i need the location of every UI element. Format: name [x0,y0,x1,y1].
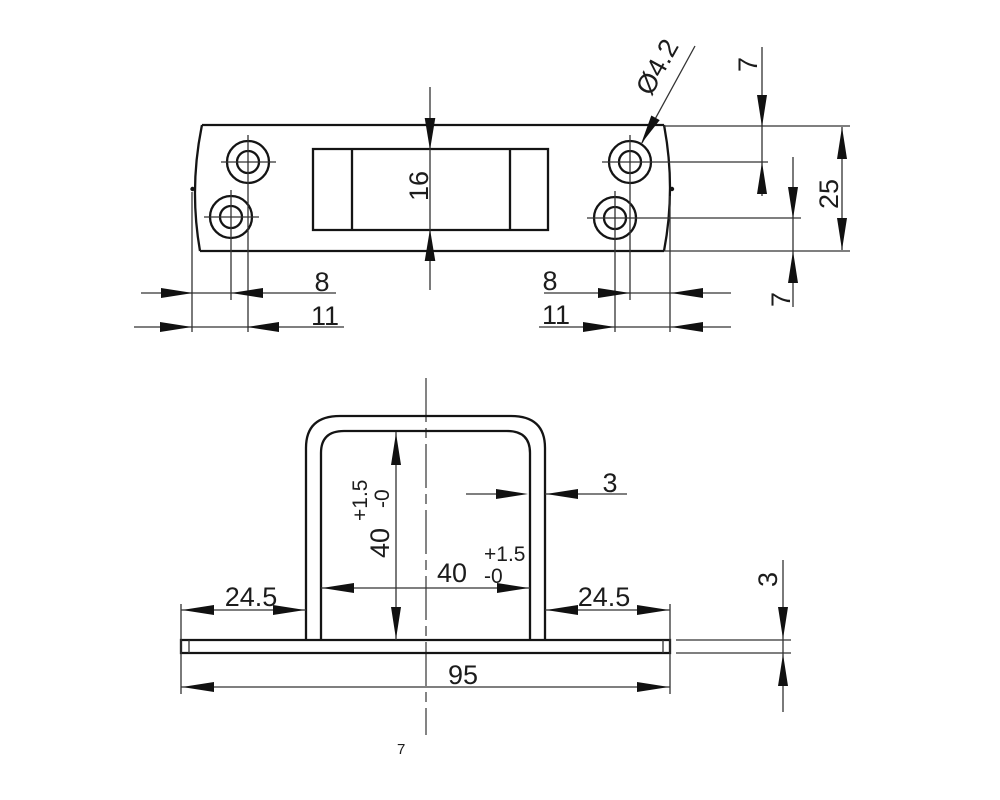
arrowhead [837,127,847,159]
top-view: 16 Ø4.2 8 11 8 11 [134,34,850,332]
arrowhead [641,115,660,144]
dim-slot-height: 16 [404,87,436,290]
dim-inner-width-40: 40 +1.5 -0 [321,543,530,593]
dim-left-11-label: 11 [311,301,339,331]
arrowhead [231,288,263,298]
arrowhead [247,322,279,332]
arrowhead [637,605,669,615]
dim-bottom-7: 7 [766,157,798,307]
plate-right-arc [662,124,672,252]
dim-hole-diameter: Ø4.2 [630,34,696,144]
arrowhead [496,489,528,499]
hole-centerlines [204,135,801,332]
dim-bottom-7-label: 7 [766,292,796,307]
arrowhead [671,322,703,332]
arrowhead [778,654,788,686]
dim-slot-height-label: 16 [404,171,434,201]
arrowhead [757,95,767,127]
dim-inner-height-tol-lower: -0 [371,489,394,508]
arrowhead [788,187,798,219]
dim-overall-label: 95 [448,660,478,690]
dim-inner-height-main: 40 [365,528,395,558]
dim-top-7: 7 [733,47,767,196]
arrowhead [497,583,529,593]
dim-left-8: 8 [141,267,336,298]
dim-25-label: 25 [814,179,844,209]
channel-inner-profile [319,429,532,640]
dim-right-11: 11 [539,300,731,332]
arrowhead [637,682,669,692]
plate-left-arc [193,124,204,252]
dim-inner-width-tol-upper: +1.5 [484,543,525,566]
dim-25: 25 [814,127,847,250]
front-view: 40 +1.5 -0 40 +1.5 -0 3 24.5 [179,378,791,735]
dim-inner-height-tol-upper: +1.5 [349,480,372,521]
arrowhead [757,162,767,194]
arrowhead [583,322,615,332]
right-arc-tangent-dot [669,186,675,192]
dim-wall-thickness-label: 3 [602,468,617,498]
arrowhead [546,489,578,499]
dim-wall-thickness-3: 3 [466,468,627,499]
extension-lines-front-view [180,604,791,694]
dim-flange-left-24-5: 24.5 [181,582,306,615]
dim-overall-95: 95 [181,660,670,692]
channel-outer-profile [304,414,547,640]
dim-left-8-label: 8 [314,267,329,297]
arrowhead [161,288,193,298]
dim-right-11-label: 11 [542,300,570,330]
stray-mark: 7 [397,741,405,758]
arrowhead [182,605,214,615]
arrowhead [778,607,788,639]
dim-hole-diameter-label: Ø4.2 [630,34,685,100]
extension-lines-top-view [191,125,850,332]
arrowhead [391,607,401,639]
dim-right-8: 8 [542,266,731,298]
arrowhead [671,288,703,298]
arrowhead [273,605,305,615]
arrowhead [160,322,192,332]
arrowhead [546,605,578,615]
dim-top-7-label: 7 [733,57,763,72]
slot-rect [311,147,550,232]
arrowhead [322,583,354,593]
dim-inner-width-main: 40 [437,558,467,588]
dim-right-8-label: 8 [542,266,557,296]
arrowhead [598,288,630,298]
dim-inner-height-40: 40 +1.5 -0 [349,432,401,640]
dim-flange-left-label: 24.5 [225,582,278,612]
left-arc-tangent-dot [190,186,195,192]
slot-outline [311,147,550,232]
dim-base-thickness-3: 3 [753,560,788,712]
dim-flange-right-label: 24.5 [578,582,631,612]
arrowhead [424,229,436,261]
dim-base-thickness-label: 3 [753,572,783,587]
arrowhead [391,433,401,465]
arrowhead [182,682,214,692]
dim-flange-right-24-5: 24.5 [545,582,670,615]
arrowhead [788,251,798,283]
dim-left-11: 11 [134,301,344,332]
dim-inner-width-tol-lower: -0 [484,565,503,588]
arrowhead [424,118,436,150]
arrowhead [837,218,847,250]
